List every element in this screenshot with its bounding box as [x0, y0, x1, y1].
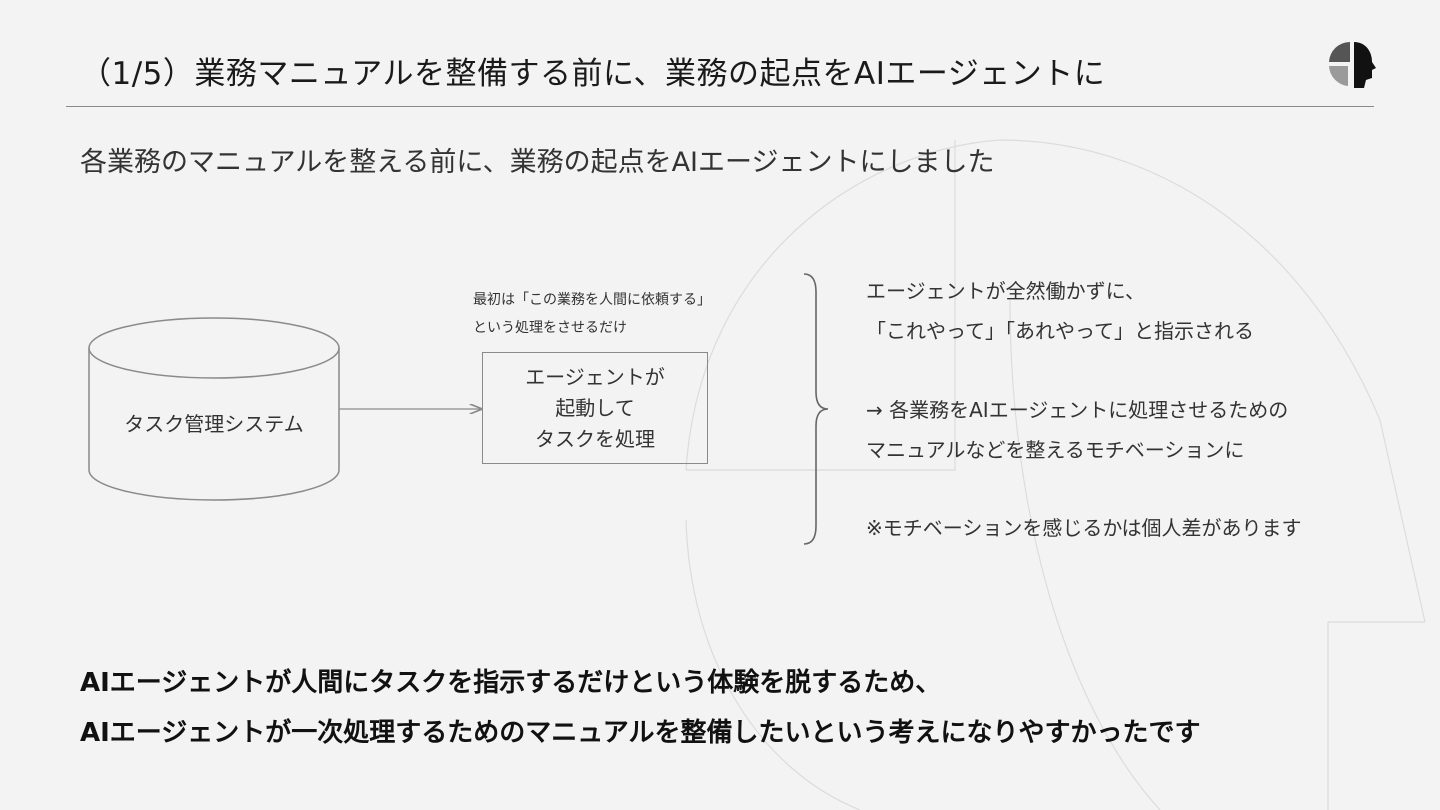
agent-box-line: エージェントが: [525, 364, 665, 389]
curly-brace: [803, 273, 829, 545]
database-cylinder: [88, 317, 340, 501]
note-line: 最初は「この業務を人間に依頼する」: [473, 292, 711, 308]
observation-line: エージェントが全然働かずに、: [866, 279, 1145, 303]
head-silhouette-logo-icon: [1329, 41, 1376, 88]
agent-box-line: 起動して: [555, 395, 635, 420]
initial-note: 最初は「この業務を人間に依頼する」 という処理をさせるだけ: [473, 286, 711, 342]
conclusion-line: AIエージェントが人間にタスクを指示するだけという体験を脱するため、: [80, 668, 942, 698]
conclusion-line: AIエージェントが一次処理するためのマニュアルを整備したいという考えになりやすか…: [80, 718, 1201, 748]
task-management-system-label: タスク管理システム: [124, 412, 304, 436]
motivation-line: → 各業務をAIエージェントに処理させるための: [866, 398, 1289, 422]
title-divider: [66, 106, 1374, 107]
agent-box-line: タスクを処理: [535, 426, 655, 451]
slide-subtitle: 各業務のマニュアルを整える前に、業務の起点をAIエージェントにしました: [80, 147, 995, 178]
slide-title: （1/5）業務マニュアルを整備する前に、業務の起点をAIエージェントに: [80, 56, 1106, 92]
observation-line: 「これやって」「あれやって」と指示される: [866, 319, 1254, 343]
motivation-line: マニュアルなどを整えるモチベーションに: [866, 438, 1245, 462]
agent-process-box: エージェントが 起動して タスクを処理: [482, 352, 708, 464]
disclaimer-line: ※モチベーションを感じるかは個人差があります: [866, 516, 1302, 540]
note-line: という処理をさせるだけ: [473, 320, 627, 336]
